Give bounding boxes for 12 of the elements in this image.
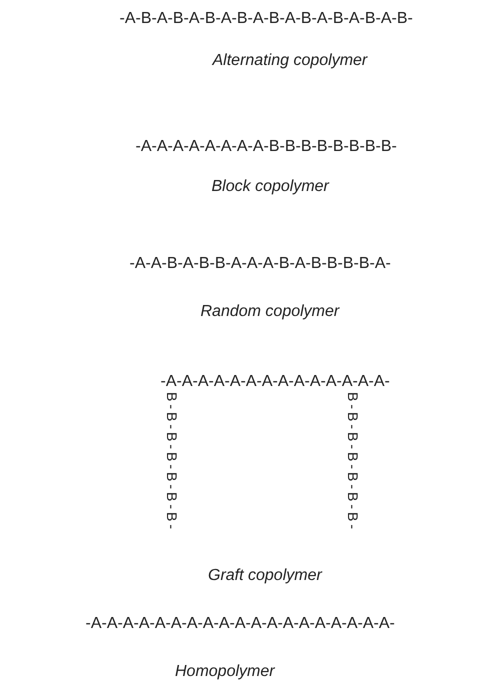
branch-sequence-text: B-B-B-B-B-B-B-	[164, 392, 180, 532]
caption-text: Graft copolymer	[208, 567, 322, 585]
sequence-text: -A-A-A-A-A-A-A-A-A-A-A-A-A-A-	[160, 373, 390, 391]
sequence-text: -A-B-A-B-A-B-A-B-A-B-A-B-A-B-A-B-A-B-	[120, 10, 413, 28]
branch-sequence-text: B-B-B-B-B-B-B-	[345, 392, 361, 532]
sequence-text: -A-A-A-A-A-A-A-A-A-A-A-A-A-A-A-A-A-A-A-	[86, 615, 395, 633]
caption-text: Alternating copolymer	[212, 52, 368, 70]
caption-text: Block copolymer	[212, 178, 329, 196]
sequence-text: -A-A-A-A-A-A-A-A-B-B-B-B-B-B-B-B-	[136, 138, 397, 156]
caption-text: Random copolymer	[200, 303, 340, 321]
caption-text: Homopolymer	[175, 663, 275, 681]
sequence-text: -A-A-B-A-B-B-A-A-A-B-A-B-B-B-B-A-	[130, 255, 391, 273]
